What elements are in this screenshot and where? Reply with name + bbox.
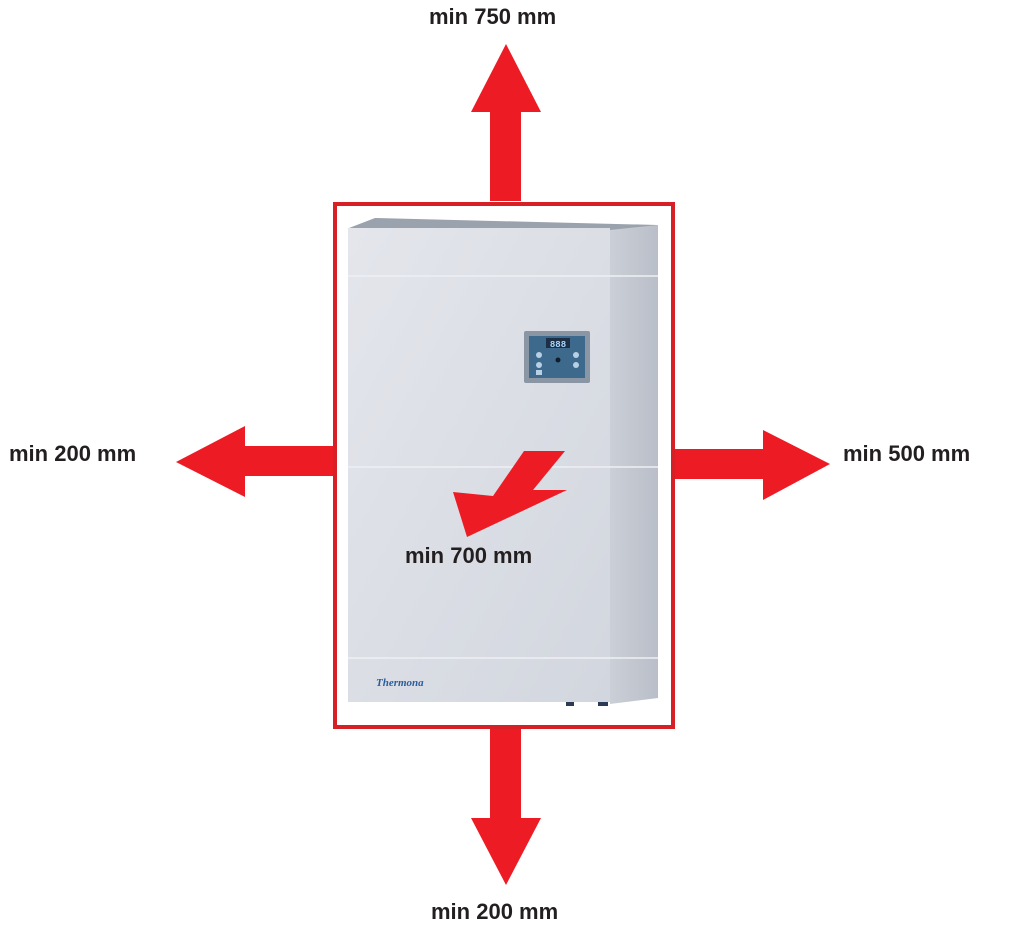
- clearance-bottom-label: min 200 mm: [431, 899, 559, 924]
- arrow-front: [453, 451, 567, 537]
- digital-display: [546, 338, 570, 348]
- bottom-connector: [598, 702, 608, 706]
- arrow-down: [471, 729, 541, 885]
- display-digits: 888: [550, 340, 566, 350]
- brand-logo: Thermona: [376, 677, 424, 689]
- control-button: [573, 362, 579, 368]
- boiler-side-face: [610, 225, 658, 704]
- boiler-unit: 888 Thermona: [348, 218, 658, 706]
- boiler-front-face: [348, 228, 610, 702]
- control-button: [536, 352, 542, 358]
- control-knob: [555, 357, 561, 363]
- control-button: [573, 352, 579, 358]
- clearance-top-label: min 750 mm: [429, 4, 557, 29]
- clearance-left-label: min 200 mm: [9, 441, 137, 466]
- control-button: [536, 370, 542, 375]
- clearance-outline: [333, 202, 675, 729]
- bottom-connector: [566, 702, 574, 706]
- arrow-up: [471, 44, 541, 201]
- arrow-right: [675, 430, 830, 500]
- arrow-left: [176, 426, 333, 497]
- control-panel: 888: [524, 331, 590, 383]
- clearance-right-label: min 500 mm: [843, 441, 971, 466]
- control-button: [536, 362, 542, 368]
- clearance-front-label: min 700 mm: [405, 543, 533, 568]
